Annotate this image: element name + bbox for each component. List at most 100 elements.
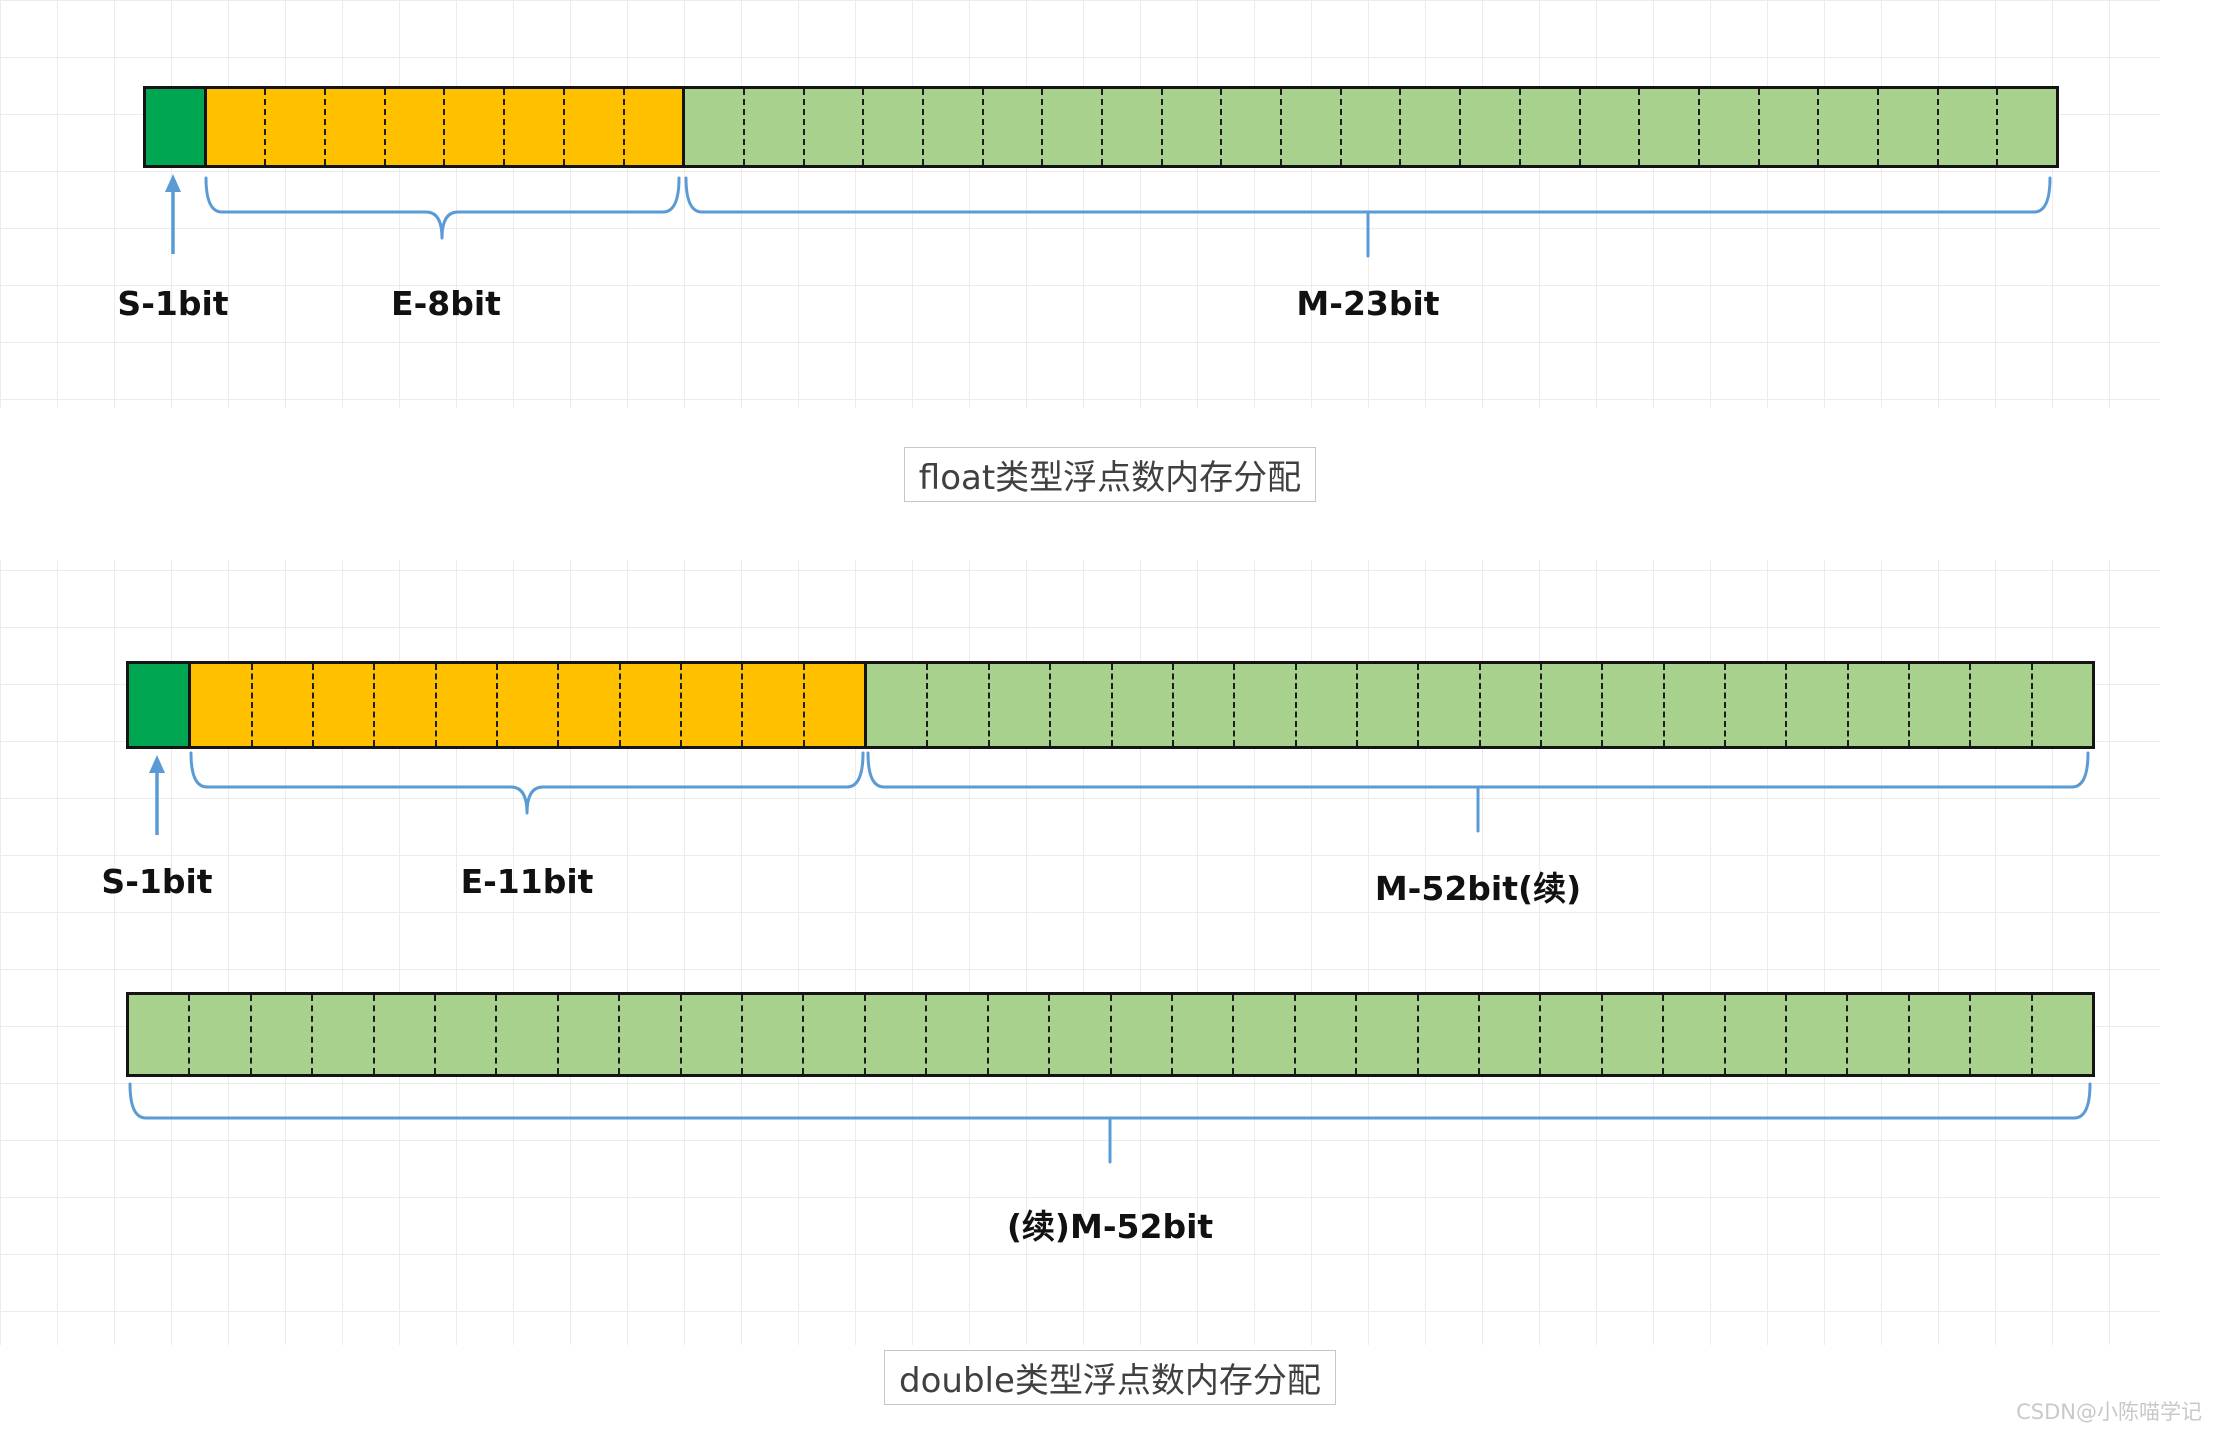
bit-cell <box>1399 89 1460 165</box>
bit-cell <box>986 995 1049 1074</box>
mantissa-brace-double <box>866 751 2090 833</box>
bit-cell <box>618 995 680 1074</box>
bit-cell <box>1817 89 1877 165</box>
bit-cell <box>1662 995 1724 1074</box>
bit-cell <box>680 664 742 746</box>
bit-cell <box>1459 89 1519 165</box>
bit-cell <box>1041 89 1101 165</box>
bit-cell <box>1969 995 2031 1074</box>
bit-cell <box>802 995 864 1074</box>
bit-cell <box>1478 664 1540 746</box>
bit-cell <box>1638 89 1698 165</box>
bit-cell <box>987 664 1050 746</box>
bit-cell <box>443 89 504 165</box>
bit-cell <box>250 664 313 746</box>
bit-cell <box>503 89 563 165</box>
exponent-brace-float <box>204 176 681 240</box>
bit-cell <box>741 664 803 746</box>
exponent-brace-double <box>189 751 865 815</box>
mantissa-brace-float <box>684 176 2052 258</box>
bit-cell <box>1294 664 1356 746</box>
bit-cell <box>741 995 803 1074</box>
bit-cell <box>562 89 623 165</box>
bit-cell <box>1723 664 1786 746</box>
bit-cell <box>129 995 189 1074</box>
bit-cell <box>1171 664 1234 746</box>
bit-cell <box>1049 664 1111 746</box>
bit-cell <box>1518 89 1579 165</box>
bit-cell <box>1876 89 1937 165</box>
bit-cell <box>1578 89 1639 165</box>
double-caption: double类型浮点数内存分配 <box>884 1350 1336 1405</box>
float-sign-label: S-1bit <box>117 284 229 323</box>
bit-cell <box>1101 89 1161 165</box>
bit-cell <box>1477 995 1540 1074</box>
bit-cell <box>434 995 496 1074</box>
bit-cell <box>372 995 435 1074</box>
double-mantissa-cont-label: (续)M-52bit <box>1006 1207 1214 1246</box>
bit-cell <box>203 89 265 165</box>
bit-cell <box>926 664 988 746</box>
bit-cell <box>434 664 497 746</box>
bit-cell <box>1416 995 1478 1074</box>
bit-cell <box>1785 664 1847 746</box>
bit-cell <box>1846 664 1908 746</box>
bit-cell <box>1220 89 1281 165</box>
bit-cell <box>1355 995 1417 1074</box>
bit-cell <box>802 664 865 746</box>
bit-cell <box>1417 664 1479 746</box>
float-mantissa-label: M-23bit <box>1296 284 1440 323</box>
bit-cell <box>1339 89 1400 165</box>
bit-cell <box>1355 664 1418 746</box>
bit-cell <box>1280 89 1340 165</box>
bit-cell <box>622 89 683 165</box>
bit-cell <box>1109 995 1171 1074</box>
bit-cell <box>1907 995 1970 1074</box>
bit-cell <box>1662 664 1724 746</box>
bit-cell <box>921 89 982 165</box>
double-mantissa-label: M-52bit(续) <box>1374 869 1582 908</box>
bit-cell <box>146 89 204 165</box>
bit-cell <box>188 664 251 746</box>
bit-cell <box>1907 664 1970 746</box>
bit-cell <box>495 995 557 1074</box>
bit-cell <box>682 89 743 165</box>
sign-arrow-icon <box>165 174 181 254</box>
sign-arrow-icon <box>149 755 165 835</box>
bit-cell <box>1539 664 1602 746</box>
bit-cell <box>1784 995 1847 1074</box>
watermark: CSDN@小陈喵学记 <box>2016 1400 2202 1424</box>
float-caption: float类型浮点数内存分配 <box>903 447 1317 502</box>
bit-cell <box>557 664 619 746</box>
bit-cell <box>496 664 558 746</box>
bit-cell <box>742 89 803 165</box>
bit-cell <box>925 995 987 1074</box>
bit-cell <box>2030 995 2092 1074</box>
bit-cell <box>1233 664 1295 746</box>
bit-cell <box>1697 89 1758 165</box>
bit-cell <box>249 995 312 1074</box>
bit-cell <box>1601 664 1663 746</box>
float-bit-bar <box>143 86 2059 168</box>
bit-cell <box>1600 995 1663 1074</box>
bit-cell <box>802 89 863 165</box>
float-exponent-label: E-8bit <box>391 284 501 323</box>
bit-cell <box>556 995 619 1074</box>
double-bit-bar-row2 <box>126 992 2095 1077</box>
double-exponent-label: E-11bit <box>460 862 594 901</box>
bit-cell <box>1539 995 1601 1074</box>
bit-cell <box>1757 89 1818 165</box>
bit-cell <box>679 995 742 1074</box>
bit-cell <box>1723 995 1785 1074</box>
bit-cell <box>264 89 325 165</box>
double-bit-bar-row1 <box>126 661 2095 749</box>
bit-cell <box>1160 89 1221 165</box>
bit-cell <box>129 664 189 746</box>
bit-cell <box>863 995 926 1074</box>
bit-cell <box>1996 89 2056 165</box>
bit-cell <box>1846 995 1908 1074</box>
bit-cell <box>188 995 250 1074</box>
bit-cell <box>1170 995 1233 1074</box>
bit-cell <box>864 664 927 746</box>
